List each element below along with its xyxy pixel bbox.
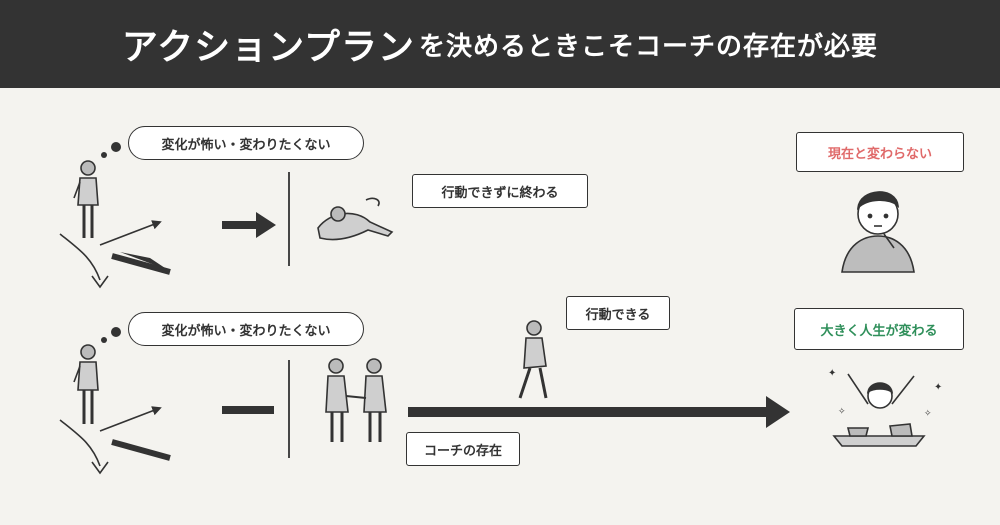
action-bubble: 行動できる	[566, 296, 670, 330]
fear-thought-bubble-1: 変化が怖い・変わりたくない	[128, 126, 364, 160]
result-text-fail: 行動できずに終わる	[441, 185, 559, 201]
thought-dots-2	[101, 327, 121, 343]
svg-text:✦: ✦	[828, 368, 836, 379]
outcome-text-change: 大きく人生が変わる	[820, 323, 938, 339]
outcome-text-same: 現在と変わらない	[827, 146, 932, 162]
dash-line	[222, 406, 274, 414]
svg-text:✦: ✦	[934, 382, 942, 393]
walking-person-icon	[518, 320, 548, 399]
page-title: アクションプラン	[121, 27, 416, 68]
coach-text: コーチの存在	[423, 443, 502, 459]
svg-text:✧: ✧	[838, 407, 846, 417]
outcome-bubble-same: 現在と変わらない	[796, 132, 964, 172]
header-banner: アクションプラン を決めるときこそコーチの存在が必要	[0, 0, 1000, 88]
page-subtitle: を決めるときこそコーチの存在が必要	[419, 31, 879, 62]
fear-thought-bubble-2: 変化が怖い・変わりたくない	[128, 312, 364, 346]
svg-text:✧: ✧	[924, 409, 932, 419]
coach-bubble: コーチの存在	[406, 432, 520, 466]
arrow-to-barrier-1	[222, 212, 276, 238]
crossroads-arrows-icon-2	[59, 406, 171, 475]
crossroads-arrows-icon	[59, 220, 171, 289]
outcome-bubble-change: 大きく人生が変わる	[794, 308, 964, 350]
worried-person-icon	[841, 191, 915, 273]
hesitant-person-icon-2	[73, 344, 99, 424]
hesitant-person-icon	[73, 160, 99, 238]
result-bubble-fail: 行動できずに終わる	[412, 174, 588, 208]
celebrating-person-icon: ✦ ✦ ✧ ✧	[828, 368, 942, 447]
fear-thought-text-2: 変化が怖い・変わりたくない	[161, 323, 331, 339]
thought-dots-1	[101, 142, 121, 158]
action-text: 行動できる	[585, 307, 651, 323]
handshake-icon	[325, 358, 387, 442]
long-arrow-forward	[408, 396, 790, 428]
fear-thought-text-1: 変化が怖い・変わりたくない	[161, 137, 331, 153]
fallen-person-icon	[317, 197, 394, 241]
